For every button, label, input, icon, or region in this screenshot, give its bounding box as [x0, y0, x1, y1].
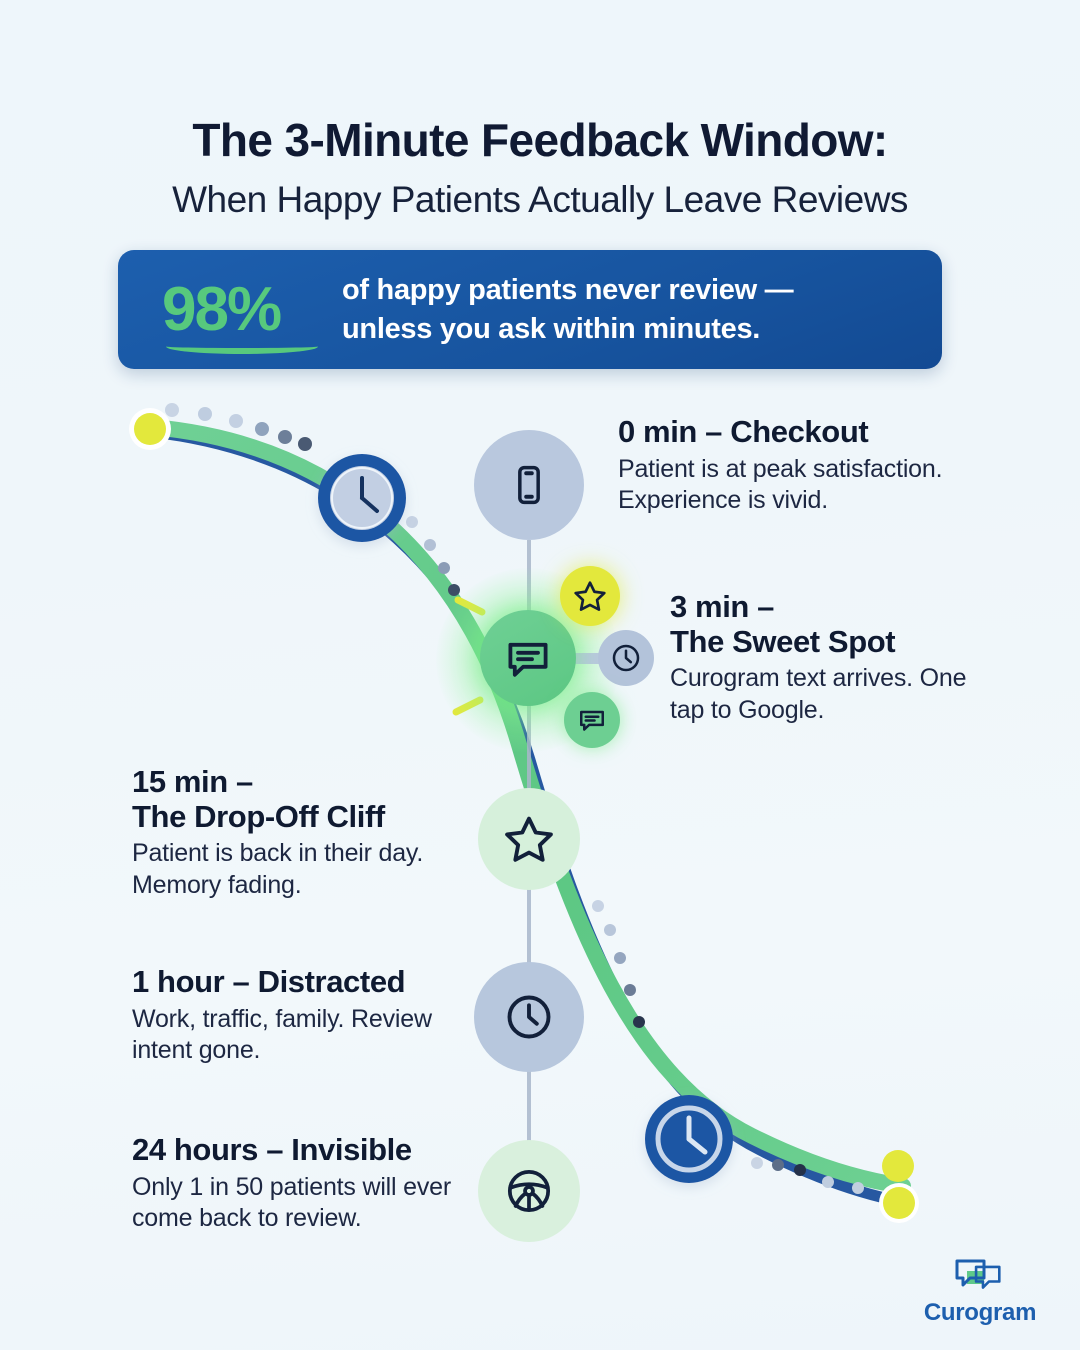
hub-clock-connector — [570, 653, 606, 664]
timeline-heading-line1: 15 min – — [132, 764, 253, 799]
timeline-body: Work, traffic, family. Review intent gon… — [132, 1004, 432, 1065]
start-dot-marker — [129, 408, 171, 450]
chat-bubble-icon — [577, 705, 607, 735]
timeline-heading: 3 min – The Sweet Spot — [670, 589, 1000, 659]
badge-star[interactable] — [560, 566, 620, 626]
steering-wheel-icon — [504, 1166, 554, 1216]
timeline-item-drop-off-cliff: 15 min – The Drop-Off Cliff Patient is b… — [132, 764, 462, 901]
phone-icon — [507, 463, 551, 507]
timeline-heading: 0 min – Checkout — [618, 414, 869, 449]
node-distracted[interactable] — [474, 962, 584, 1072]
timeline-item-invisible: 24 hours – Invisible Only 1 in 50 patien… — [132, 1132, 482, 1235]
stat-banner-line1: of happy patients never review — — [342, 274, 794, 307]
upper-clock-marker — [318, 454, 406, 542]
stat-banner-text: of happy patients never review — unless … — [342, 271, 794, 348]
timeline-heading: 1 hour – Distracted — [132, 964, 406, 999]
timeline-heading: 15 min – The Drop-Off Cliff — [132, 764, 462, 834]
timeline-body: Patient is back in their day. Memory fad… — [132, 839, 424, 899]
timeline-item-checkout: 0 min – Checkout Patient is at peak sati… — [618, 414, 958, 517]
timeline-item-sweet-spot: 3 min – The Sweet Spot Curogram text arr… — [670, 589, 1000, 726]
node-drop-off-cliff[interactable] — [478, 788, 580, 890]
star-icon — [573, 579, 607, 613]
timeline-heading-line1: 3 min – — [670, 589, 775, 624]
stat-banner: 98% of happy patients never review — unl… — [118, 250, 942, 369]
clock-icon — [503, 991, 555, 1043]
end-dot-markers — [879, 1150, 919, 1223]
timeline-item-distracted: 1 hour – Distracted Work, traffic, famil… — [132, 964, 472, 1067]
star-icon — [503, 813, 555, 865]
timeline-heading-line2: The Drop-Off Cliff — [132, 798, 385, 834]
timeline-body: Patient is at peak satisfaction. Experie… — [618, 454, 943, 515]
stat-percent: 98% — [162, 274, 282, 344]
timeline-body: Curogram text arrives. One tap to Google… — [670, 664, 967, 724]
timeline-heading: 24 hours – Invisible — [132, 1132, 412, 1167]
lower-clock-marker — [645, 1095, 733, 1183]
page-subtitle: When Happy Patients Actually Leave Revie… — [172, 179, 908, 220]
clock-icon — [610, 642, 642, 674]
brand-logo[interactable]: Curogram — [900, 1255, 1060, 1327]
chat-bubbles-logo-icon — [900, 1255, 1060, 1295]
stat-banner-line2: unless you ask within minutes. — [342, 312, 761, 345]
node-invisible[interactable] — [478, 1140, 580, 1242]
badge-chat[interactable] — [564, 692, 620, 748]
node-sweet-spot[interactable] — [480, 610, 576, 706]
timeline-heading-line2: The Sweet Spot — [670, 623, 896, 659]
timeline-body: Only 1 in 50 patients will ever come bac… — [132, 1172, 451, 1233]
badge-clock[interactable] — [598, 630, 654, 686]
stat-percent-underline — [166, 339, 318, 354]
brand-name: Curogram — [923, 1299, 1037, 1326]
stat-percent-wrap: 98% — [162, 274, 338, 354]
page-title: The 3-Minute Feedback Window: — [192, 114, 888, 166]
node-checkout[interactable] — [474, 430, 584, 540]
chat-bubble-icon — [504, 634, 552, 682]
